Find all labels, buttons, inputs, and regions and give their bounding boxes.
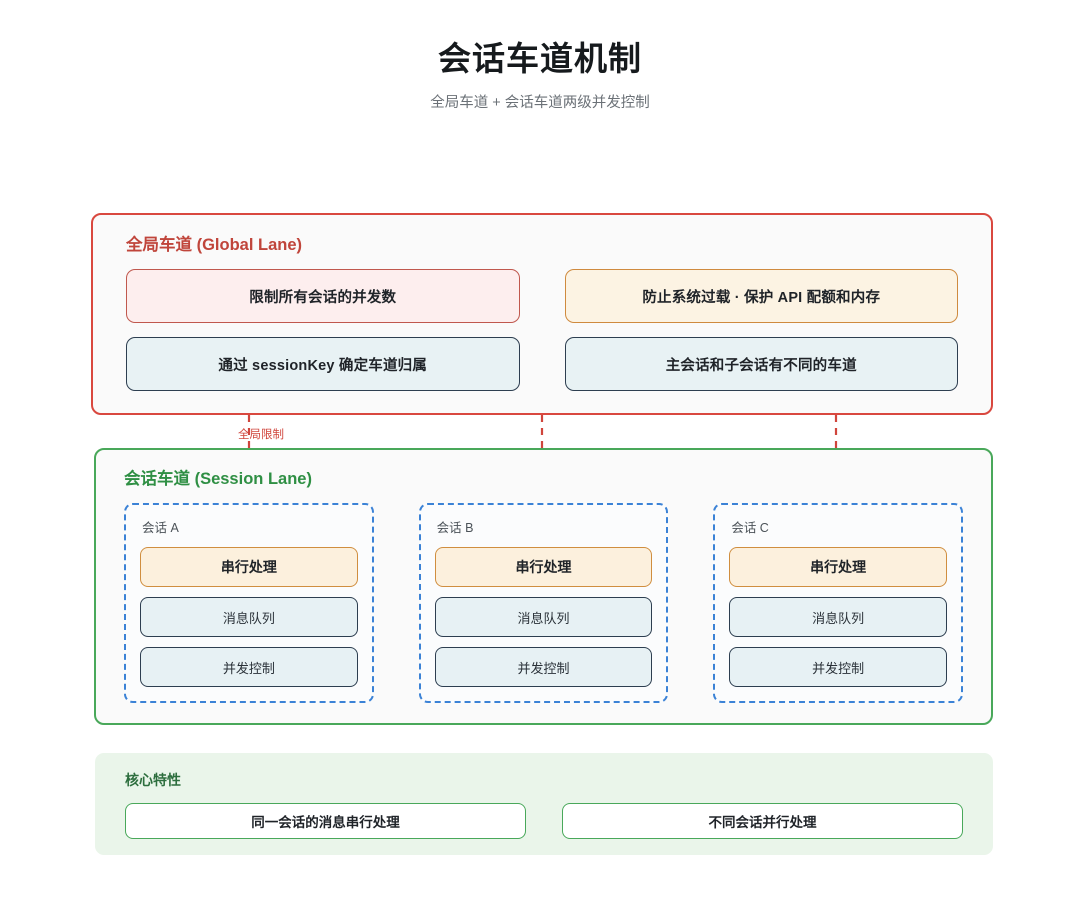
session-a-message-queue[interactable]: 消息队列 (140, 597, 358, 637)
global-lane-box-overload-protection[interactable]: 防止系统过载 · 保护 API 配额和内存 (564, 269, 958, 323)
session-lane-section: 会话车道 (Session Lane) 会话 A 串行处理 消息队列 并发控制 … (94, 448, 993, 725)
session-c-serial-processing[interactable]: 串行处理 (729, 547, 947, 587)
session-c-message-queue[interactable]: 消息队列 (729, 597, 947, 637)
session-lane-grid: 会话 A 串行处理 消息队列 并发控制 会话 B 串行处理 消息队列 并发控制 … (124, 503, 963, 703)
core-feature-serial-within-session[interactable]: 同一会话的消息串行处理 (125, 803, 526, 839)
session-b-message-queue[interactable]: 消息队列 (434, 597, 653, 637)
session-card-c[interactable]: 会话 C 串行处理 消息队列 并发控制 (713, 503, 963, 703)
page-title: 会话车道机制 (438, 40, 642, 77)
core-feature-parallel-across-sessions[interactable]: 不同会话并行处理 (562, 803, 963, 839)
global-lane-heading: 全局车道 (Global Lane) (126, 236, 303, 254)
diagram-header: 会话车道机制 全局车道 + 会话车道两级并发控制 (0, 0, 1080, 112)
connector-label-global-limit: 全局限制 (238, 429, 284, 441)
global-lane-grid: 限制所有会话的并发数 防止系统过载 · 保护 API 配额和内存 通过 sess… (126, 269, 958, 391)
core-features-heading: 核心特性 (125, 772, 181, 788)
session-b-concurrency-control[interactable]: 并发控制 (434, 647, 653, 687)
session-card-title-b: 会话 B (436, 521, 474, 535)
page-subtitle: 全局车道 + 会话车道两级并发控制 (430, 95, 650, 112)
session-b-serial-processing[interactable]: 串行处理 (434, 547, 653, 587)
session-card-b[interactable]: 会话 B 串行处理 消息队列 并发控制 (418, 503, 669, 703)
session-a-concurrency-control[interactable]: 并发控制 (140, 647, 358, 687)
global-lane-box-session-key[interactable]: 通过 sessionKey 确定车道归属 (126, 337, 520, 391)
global-lane-box-concurrency-limit[interactable]: 限制所有会话的并发数 (126, 269, 520, 323)
session-a-serial-processing[interactable]: 串行处理 (140, 547, 358, 587)
core-features-section: 核心特性 同一会话的消息串行处理 不同会话并行处理 (95, 753, 993, 855)
session-card-title-a: 会话 A (142, 521, 179, 535)
global-lane-box-main-sub-session[interactable]: 主会话和子会话有不同的车道 (564, 337, 958, 391)
session-card-title-c: 会话 C (731, 521, 769, 535)
core-features-grid: 同一会话的消息串行处理 不同会话并行处理 (125, 803, 963, 839)
global-lane-section: 全局车道 (Global Lane) 限制所有会话的并发数 防止系统过载 · 保… (91, 213, 993, 415)
session-card-a[interactable]: 会话 A 串行处理 消息队列 并发控制 (124, 503, 374, 703)
session-c-concurrency-control[interactable]: 并发控制 (729, 647, 947, 687)
session-lane-heading: 会话车道 (Session Lane) (124, 470, 312, 488)
